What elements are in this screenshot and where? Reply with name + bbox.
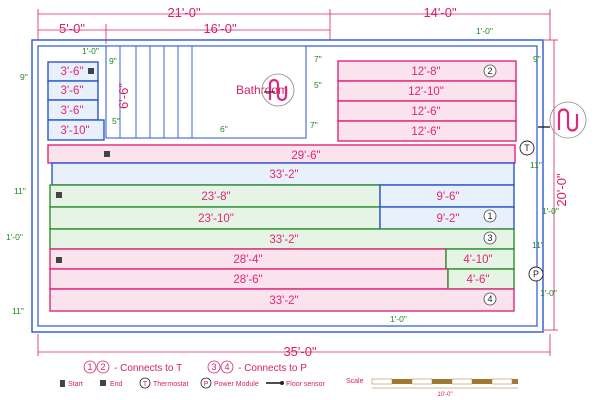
bottom-right-dimensions <box>37 39 558 356</box>
svg-text:Power Module: Power Module <box>214 381 259 388</box>
dim-35ft: 35'-0" <box>283 344 317 359</box>
bathroom-depth-dim: 6'-6" <box>116 83 131 109</box>
main-run-2: 33'-2" <box>269 169 298 181</box>
main-run-5: 23'-10" <box>198 213 234 225</box>
left-runs <box>47 61 105 141</box>
main-run-7: 33'-2" <box>269 234 298 246</box>
gap-6: 6" <box>220 124 228 134</box>
legend-connect-t: 1 2 - Connects to T <box>83 360 182 374</box>
bathroom-sensor-icon <box>261 73 295 107</box>
svg-text:4: 4 <box>224 362 229 372</box>
left-run-1: 3'-6" <box>61 66 84 78</box>
svg-text:- Connects to P: - Connects to P <box>238 363 307 374</box>
legend-symbols: Start End T Thermostat P Power Module Fl… <box>60 377 326 389</box>
svg-text:Scale: Scale <box>346 378 364 385</box>
svg-text:1: 1 <box>87 362 92 372</box>
gap-9-right: 9" <box>533 54 541 64</box>
gap-1ft-d: 1'-0" <box>390 314 407 324</box>
right-run-1: 12'-8" <box>411 66 440 78</box>
gap-11-c: 11" <box>532 240 544 250</box>
legend-scale: Scale 10'-0" <box>346 378 518 398</box>
circle-4-marker: 4 <box>483 292 497 306</box>
gap-7-a: 7" <box>314 54 322 64</box>
svg-text:- Connects to T: - Connects to T <box>114 363 182 374</box>
power-module-legend-icon <box>200 377 212 389</box>
gap-top-right: 1'-0" <box>476 26 493 36</box>
left-run-4: 3'-10" <box>60 125 89 137</box>
svg-text:P: P <box>204 381 209 388</box>
gap-9-left: 9" <box>20 72 28 82</box>
svg-text:3: 3 <box>487 233 492 243</box>
main-run-6: 9'-2" <box>437 213 460 225</box>
svg-text:P: P <box>533 269 539 279</box>
svg-text:1: 1 <box>487 211 492 221</box>
gap-11-d: 11" <box>12 306 24 316</box>
gap-7-b: 7" <box>310 120 318 130</box>
main-run-4: 9'-6" <box>437 191 460 203</box>
shower-stripes <box>119 46 193 138</box>
svg-text:Floor sensor: Floor sensor <box>286 381 326 388</box>
end-icon <box>100 380 106 386</box>
dim-14ft: 14'-0" <box>423 5 457 20</box>
main-run-10: 28'-6" <box>233 274 262 286</box>
svg-text:4: 4 <box>487 294 492 304</box>
dim-21ft: 21'-0" <box>167 5 201 20</box>
main-run-3: 23'-8" <box>201 191 230 203</box>
main-run-9: 4'-10" <box>463 254 492 266</box>
dim-5ft: 5'-0" <box>59 21 85 36</box>
svg-text:2: 2 <box>100 362 105 372</box>
dim-16ft: 16'-0" <box>203 21 237 36</box>
circle-2-marker: 2 <box>483 64 497 78</box>
svg-text:Thermostat: Thermostat <box>153 381 188 388</box>
svg-text:10'-0": 10'-0" <box>437 392 452 398</box>
gap-1ft-b: 1'-0" <box>542 206 559 216</box>
top-dimensions <box>37 9 551 44</box>
svg-text:T: T <box>143 381 148 388</box>
floor-sensor-symbol <box>538 101 587 139</box>
end-marker-icon <box>88 68 94 74</box>
power-module-icon: P <box>528 266 544 282</box>
thermostat-legend-icon <box>139 377 151 389</box>
gap-5-b: 5" <box>112 116 120 126</box>
right-runs <box>337 60 517 142</box>
main-run-12: 33'-2" <box>269 295 298 307</box>
gap-11-b: 11" <box>530 160 542 170</box>
end-marker-icons <box>56 151 110 263</box>
gap-11-a: 11" <box>14 186 26 196</box>
main-run-rects <box>47 144 516 312</box>
circle-3-marker: 3 <box>483 231 497 245</box>
svg-text:T: T <box>524 143 530 153</box>
legend-connect-p: 3 4 - Connects to P <box>207 360 307 374</box>
gap-1ft-c: 1'-0" <box>540 288 557 298</box>
right-run-2: 12'-10" <box>408 86 444 98</box>
right-run-4: 12'-6" <box>411 126 440 138</box>
main-run-11: 4'-6" <box>467 274 490 286</box>
outer-wall <box>31 39 544 333</box>
main-run-1: 29'-6" <box>291 150 320 162</box>
gap-9-bath: 9" <box>109 56 117 66</box>
left-run-2: 3'-6" <box>61 85 84 97</box>
main-run-8: 28'-4" <box>233 254 262 266</box>
dim-20ft: 20'-0" <box>554 173 569 207</box>
svg-text:2: 2 <box>487 66 492 76</box>
gap-1ft-a: 1'-0" <box>6 232 23 242</box>
thermostat-icon: T <box>519 140 535 156</box>
circle-1-marker: 1 <box>483 209 497 223</box>
gap-left-top: 1'-0" <box>82 46 99 56</box>
right-run-3: 12'-6" <box>411 106 440 118</box>
start-icon <box>60 380 65 387</box>
svg-text:Start: Start <box>68 381 83 388</box>
svg-text:End: End <box>110 381 123 388</box>
svg-text:3: 3 <box>211 362 216 372</box>
left-run-3: 3'-6" <box>61 105 84 117</box>
gap-5-a: 5" <box>314 80 322 90</box>
